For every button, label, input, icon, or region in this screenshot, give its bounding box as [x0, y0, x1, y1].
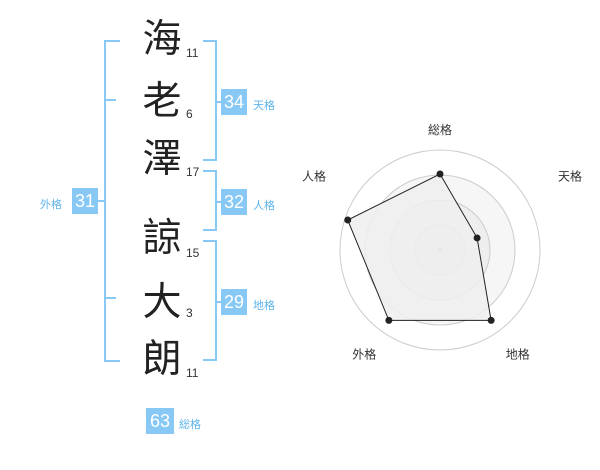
bracket-tick: [104, 99, 116, 101]
name-char-6: 朗: [142, 337, 182, 382]
jinkaku-label: 人格: [253, 199, 275, 212]
chikaku-label: 地格: [253, 299, 275, 312]
radar-axis-label: 人格: [302, 168, 326, 183]
bracket-tick: [215, 101, 221, 103]
chikaku-value: 29: [221, 289, 247, 315]
radar-point: [385, 316, 393, 324]
jinkaku-value: 32: [221, 189, 247, 215]
jinkaku-bracket: [203, 170, 217, 231]
radar-points: [344, 170, 495, 324]
name-char-5: 大: [142, 280, 182, 325]
radar-area: [347, 173, 492, 321]
radar-point: [487, 316, 495, 324]
name-char-4: 諒: [142, 216, 182, 261]
gaikaku-label: 外格: [40, 198, 62, 211]
name-char-3: 澤: [142, 137, 182, 182]
stroke-count-4: 15: [186, 246, 200, 260]
bracket-tick: [104, 297, 116, 299]
bracket-tick: [215, 301, 221, 303]
radar-point: [473, 234, 481, 242]
bracket-tick: [98, 200, 106, 202]
radar-axis-label: 地格: [506, 347, 530, 362]
tenkaku-label: 天格: [253, 99, 275, 112]
tenkaku-bracket: [203, 40, 217, 161]
stroke-count-6: 11: [186, 366, 199, 380]
radar-axis-label: 天格: [558, 168, 582, 183]
radar-point: [344, 216, 352, 224]
bracket-tick: [215, 201, 221, 203]
radar-axis-label: 総格: [428, 122, 452, 137]
stroke-count-5: 3: [186, 306, 193, 320]
name-char-1: 海: [142, 17, 182, 62]
tenkaku-value: 34: [221, 89, 247, 115]
stroke-count-1: 11: [186, 46, 199, 60]
soukaku-value: 63: [146, 408, 174, 434]
chikaku-bracket: [203, 240, 217, 361]
stroke-count-2: 6: [186, 107, 193, 121]
radar-point: [436, 170, 444, 178]
soukaku-label: 総格: [179, 418, 201, 431]
name-char-2: 老: [142, 79, 182, 124]
radar-axis-label: 外格: [352, 347, 376, 362]
stroke-count-3: 17: [186, 165, 200, 179]
gaikaku-value: 31: [72, 188, 98, 214]
